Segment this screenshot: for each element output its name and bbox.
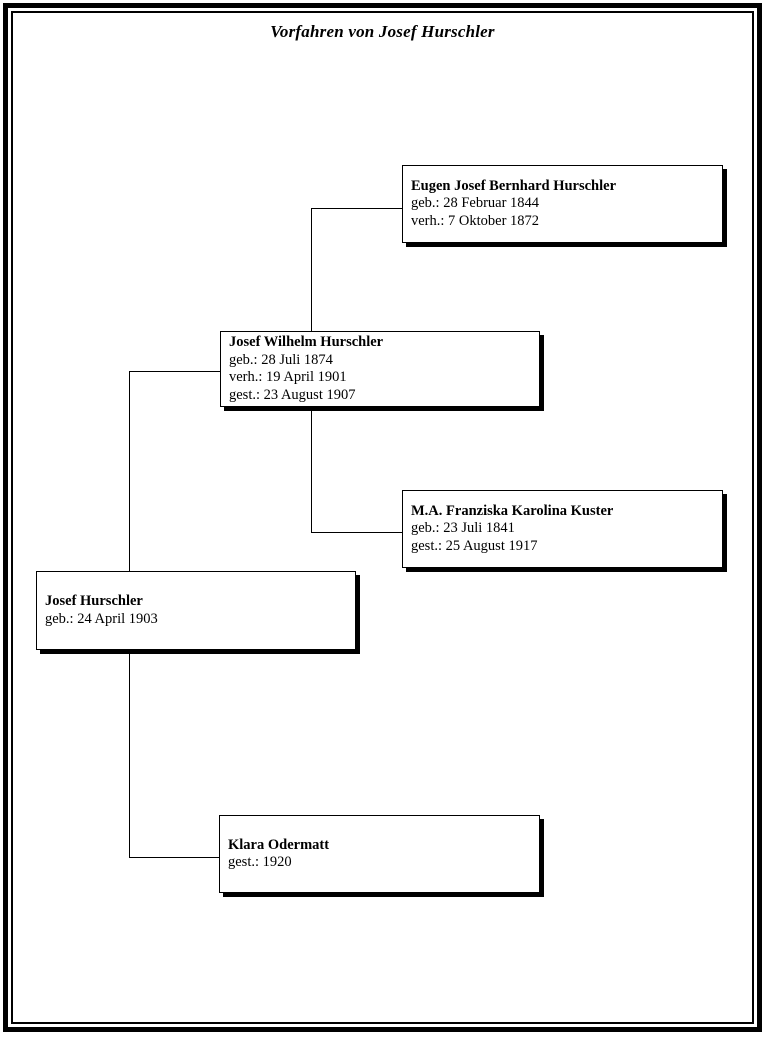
connector-father-paternal-grandmother-vertical [311,407,312,532]
person-name: M.A. Franziska Karolina Kuster [411,502,614,519]
person-marriage-line: verh.: 7 Oktober 1872 [411,212,540,229]
connector-father-paternal-grandfather-horizontal [311,208,402,209]
person-box-klara-odermatt[interactable]: Klara Odermatt gest.: 1920 [219,815,540,893]
person-name: Eugen Josef Bernhard Hurschler [411,177,617,194]
person-death-line: gest.: 1920 [228,854,292,870]
connector-root-mother-horizontal [129,857,219,858]
person-marriage-line: verh.: 19 April 1901 [229,369,347,385]
person-box-josef-wilhelm-hurschler[interactable]: Josef Wilhelm Hurschler geb.: 28 Juli 18… [220,331,540,407]
person-birth-line: geb.: 28 Februar 1844 [411,195,540,212]
connector-father-paternal-grandmother-horizontal [311,532,402,533]
connector-father-paternal-grandfather-vertical [311,208,312,331]
person-birth-line: geb.: 23 Juli 1841 [411,520,515,537]
person-box-franziska-karolina-kuster[interactable]: M.A. Franziska Karolina Kuster geb.: 23 … [402,490,723,568]
person-death-line: gest.: 25 August 1917 [411,537,538,554]
person-death-line: gest.: 23 August 1907 [229,386,356,403]
person-name: Josef Hurschler [45,593,143,609]
person-name: Josef Wilhelm Hurschler [229,334,384,350]
connector-root-mother-vertical [129,650,130,857]
person-box-eugen-josef-bernhard-hurschler[interactable]: Eugen Josef Bernhard Hurschler geb.: 28 … [402,165,723,243]
person-name: Klara Odermatt [228,836,330,853]
chart-title: Vorfahren von Josef Hurschler [270,22,495,41]
person-birth-line: geb.: 24 April 1903 [45,610,158,627]
connector-root-father-horizontal [129,371,220,372]
connector-root-father-vertical [129,371,130,571]
person-box-josef-hurschler[interactable]: Josef Hurschler geb.: 24 April 1903 [36,571,356,650]
person-birth-line: geb.: 28 Juli 1874 [229,351,333,368]
